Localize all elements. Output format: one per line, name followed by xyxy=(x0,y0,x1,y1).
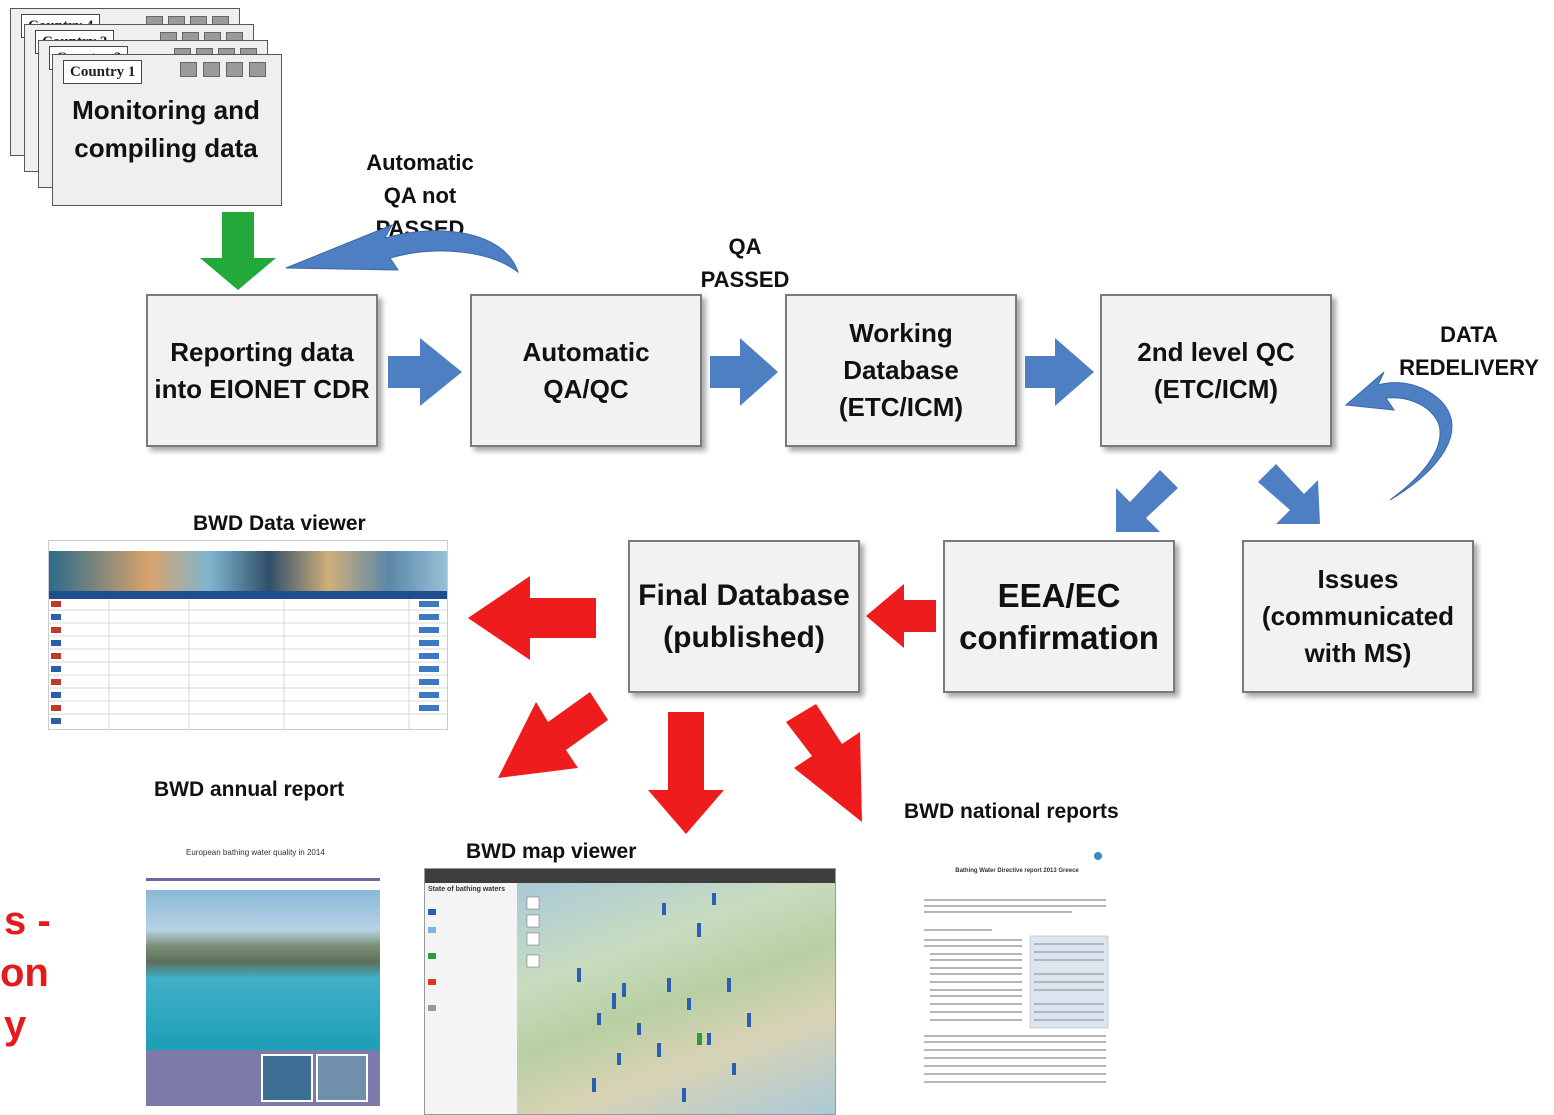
national-report-title: Bathing Water Directive report 2013 Gree… xyxy=(955,868,1079,874)
second-qc-box-label: 2nd level QC (ETC/ICM) xyxy=(1137,336,1295,404)
blue-diag-arrow-right xyxy=(1258,464,1320,524)
map-viewer-title: BWD map viewer xyxy=(466,840,637,863)
final-db-box-label: Final Database (published) xyxy=(638,578,850,654)
national-reports-title: BWD national reports xyxy=(904,800,1119,823)
redelivery-curved-arrow xyxy=(1344,371,1453,501)
eea-ec-box: EEA/EC confirmation xyxy=(943,540,1175,693)
auto-qa-box: Automatic QA/QC xyxy=(470,294,702,447)
blue-diag-arrow-left xyxy=(1116,470,1178,532)
national-reports-thumbnail: Bathing Water Directive report 2013 Gree… xyxy=(912,840,1118,1112)
blue-right-arrow-3 xyxy=(1025,338,1094,406)
cropped-red-text: s - on y xyxy=(0,895,51,1051)
red-down-arrow xyxy=(648,712,724,834)
red-left-arrow-large xyxy=(468,576,596,660)
issues-box-label: Issues (communicated with MS) xyxy=(1261,564,1455,668)
final-db-box: Final Database (published) xyxy=(628,540,860,693)
reporting-box: Reporting data into EIONET CDR xyxy=(146,294,378,447)
working-db-box: Working Database (ETC/ICM) xyxy=(785,294,1017,447)
reporting-box-label: Reporting data into EIONET CDR xyxy=(154,336,370,404)
data-viewer-thumbnail xyxy=(48,540,448,730)
qa-not-passed-curved-arrow xyxy=(285,224,519,274)
auto-qa-box-label: Automatic QA/QC xyxy=(522,336,650,404)
red-left-arrow-small xyxy=(866,584,936,648)
blue-right-arrow-2 xyxy=(710,338,778,406)
annual-report-title: BWD annual report xyxy=(154,778,345,801)
country-tab: Country 1 xyxy=(63,60,143,84)
map-legend-title: State of bathing waters xyxy=(428,886,506,893)
annual-report-thumbnail: European bathing water quality in 2014 xyxy=(146,808,380,1106)
qa-passed-label: QA PASSED xyxy=(700,234,790,292)
working-db-box-label: Working Database (ETC/ICM) xyxy=(838,318,964,422)
red-text-line-1: s - xyxy=(4,899,51,943)
issues-box: Issues (communicated with MS) xyxy=(1242,540,1474,693)
red-diag-arrow-right xyxy=(786,704,862,822)
second-qc-box: 2nd level QC (ETC/ICM) xyxy=(1100,294,1332,447)
redelivery-label: DATA REDELIVERY xyxy=(1399,322,1539,380)
country-sheet-1: Country 1 Monitoring and compiling data xyxy=(52,54,282,206)
red-diag-arrow-left xyxy=(498,692,608,778)
map-viewer-thumbnail: State of bathing waters xyxy=(424,868,836,1115)
red-text-line-2: on xyxy=(0,951,49,995)
monitoring-box-label: Monitoring and compiling data xyxy=(72,95,260,163)
blue-right-arrow-1 xyxy=(388,338,462,406)
data-viewer-title: BWD Data viewer xyxy=(193,512,366,535)
green-down-arrow xyxy=(200,212,276,290)
annual-report-subtitle: European bathing water quality in 2014 xyxy=(186,848,325,857)
red-text-line-3: y xyxy=(4,1003,27,1047)
eea-ec-box-label: EEA/EC confirmation xyxy=(959,576,1159,656)
